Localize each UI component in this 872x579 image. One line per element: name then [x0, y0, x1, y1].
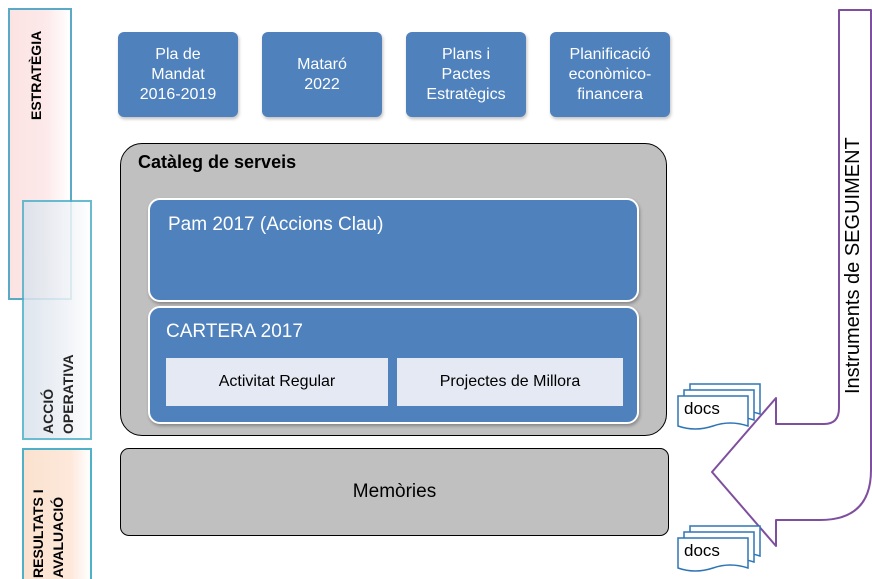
- activitat-regular-box: Activitat Regular: [166, 358, 388, 406]
- pam-box: [148, 198, 639, 302]
- docs-stack-2-icon: [677, 525, 761, 572]
- box-mataro-2022: Mataró 2022: [262, 32, 382, 117]
- docs-label-2: docs: [684, 541, 720, 560]
- box-mataro-2022-label: Mataró 2022: [297, 55, 347, 93]
- box-planificacio: Planificació econòmico- financera: [550, 32, 670, 117]
- box-plans-pactes: Plans i Pactes Estratègics: [406, 32, 526, 117]
- activitat-regular-label: Activitat Regular: [218, 373, 336, 390]
- projectes-millora-box: Projectes de Millora: [397, 358, 623, 406]
- box-pla-de-mandat: Pla de Mandat 2016-2019: [118, 32, 238, 117]
- seguiment-label: Instruments de SEGUIMENT: [842, 137, 864, 394]
- phase-estrategia-label: ESTRATÈGIA: [28, 30, 44, 120]
- phase-resultats-label-line2: AVALUACIÓ: [50, 496, 66, 578]
- cartera-label: CARTERA 2017: [166, 321, 303, 342]
- box-pla-de-mandat-label: Pla de Mandat 2016-2019: [139, 45, 217, 103]
- cataleg-title: Catàleg de serveis: [138, 152, 297, 172]
- pam-label: Pam 2017 (Accions Clau): [168, 214, 384, 235]
- box-planificacio-label: Planificació econòmico- financera: [568, 45, 652, 103]
- phase-resultats-band: RESULTATS I AVALUACIÓ: [22, 448, 92, 579]
- seguiment-arrow: [711, 9, 872, 547]
- docs-stack-1-icon: [677, 383, 761, 430]
- seguiment-arrow-shape: [711, 9, 872, 547]
- phase-accio-band: ACCIÓ OPERATIVA: [22, 200, 92, 440]
- projectes-millora-label: Projectes de Millora: [439, 373, 581, 390]
- phase-accio-label-line2: OPERATIVA: [60, 354, 76, 434]
- docs-label-1: docs: [684, 399, 720, 418]
- phase-accio-label-line1: ACCIÓ: [40, 388, 56, 434]
- phase-resultats-label-line1: RESULTATS I: [30, 489, 46, 578]
- box-plans-pactes-label: Plans i Pactes Estratègics: [426, 45, 506, 103]
- memories-box: Memòries: [120, 448, 669, 536]
- memories-label: Memòries: [352, 481, 437, 502]
